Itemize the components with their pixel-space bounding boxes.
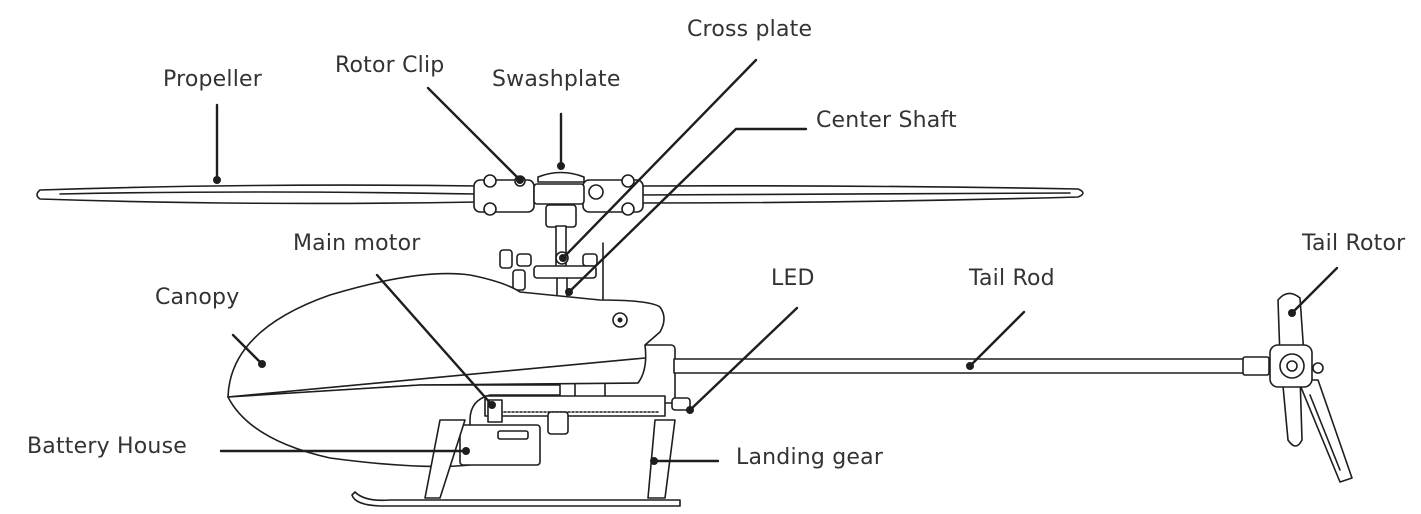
lower-body bbox=[227, 384, 561, 468]
tail-rod-leader bbox=[968, 310, 1026, 368]
tail-rotor-leader bbox=[1290, 266, 1339, 315]
canopy bbox=[227, 272, 665, 398]
led-leader bbox=[688, 306, 799, 412]
rotor-clip-label: Rotor Clip bbox=[335, 53, 445, 78]
swashplate-label: Swashplate bbox=[492, 67, 621, 92]
tail-blade-lower bbox=[1281, 374, 1303, 447]
main-gear bbox=[484, 395, 691, 435]
cross-plate-label: Cross plate bbox=[687, 17, 813, 42]
tail-rod-label: Tail Rod bbox=[969, 266, 1055, 291]
canopy-label: Canopy bbox=[155, 285, 240, 310]
tail-rod bbox=[673, 356, 1270, 376]
center-shaft-label: Center Shaft bbox=[816, 108, 957, 133]
led-label: LED bbox=[771, 266, 815, 291]
rotor-clip-leader bbox=[426, 86, 522, 182]
cross-plate-leader bbox=[561, 58, 758, 260]
tail-rotor-label: Tail Rotor bbox=[1302, 231, 1406, 256]
tail-rotor bbox=[1269, 292, 1353, 483]
main-motor-label: Main motor bbox=[293, 231, 421, 256]
landing-gear-label: Landing gear bbox=[736, 445, 884, 470]
landing-gear bbox=[351, 419, 681, 507]
left-blade bbox=[36, 184, 479, 205]
leader-lines bbox=[213, 58, 1339, 465]
canopy-leader bbox=[231, 333, 264, 366]
center-shaft-leader bbox=[567, 127, 808, 294]
rotor-head bbox=[473, 171, 644, 301]
propeller-label: Propeller bbox=[163, 67, 263, 92]
battery-house-label: Battery House bbox=[27, 434, 187, 459]
main-motor-leader bbox=[375, 273, 494, 407]
propeller-blades bbox=[36, 184, 1084, 205]
swashplate-top bbox=[537, 171, 585, 183]
